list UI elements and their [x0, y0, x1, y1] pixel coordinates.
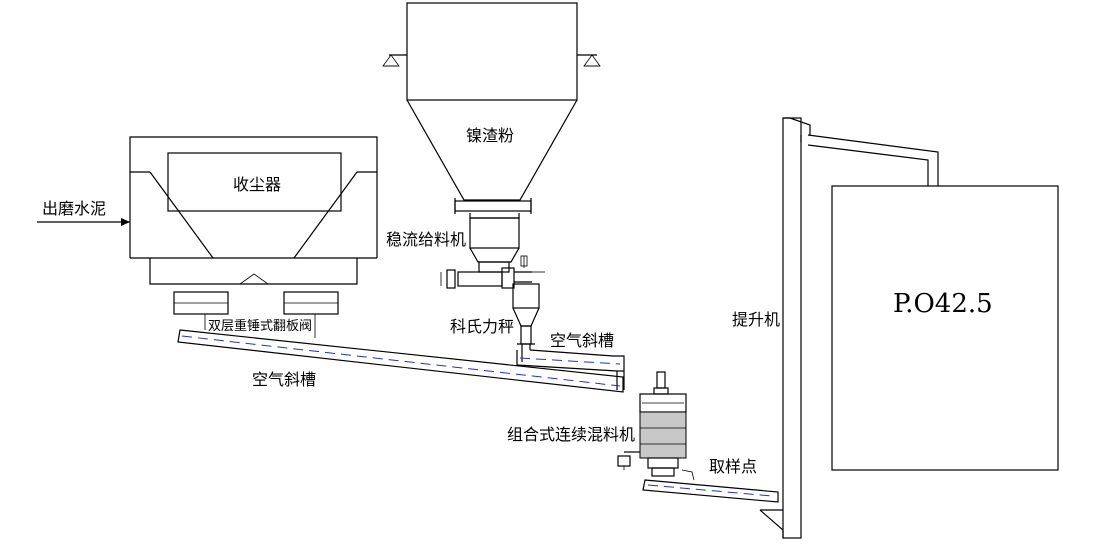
- product-silo: [831, 185, 1059, 471]
- air-slide-main: [177, 329, 624, 393]
- dust-collector: [129, 136, 378, 338]
- stable-flow-feeder: [440, 213, 545, 289]
- coriolis-scale-label: 科氏力秤: [450, 317, 514, 336]
- cement-input-arrow: [37, 218, 130, 226]
- coriolis-scale: [512, 283, 540, 362]
- nickel-slag-label: 镍渣粉: [466, 126, 514, 145]
- cement-input-label: 出磨水泥: [42, 199, 106, 218]
- product-silo-label: P.O42.5: [893, 289, 993, 319]
- continuous-mixer: [617, 371, 687, 477]
- air-slide-bottom: [642, 469, 779, 503]
- air-slide-main-label: 空气斜槽: [252, 370, 316, 389]
- elevator-label: 提升机: [732, 310, 780, 329]
- nickel-slag-silo: [382, 2, 601, 214]
- stable-feeder-label: 稳流给料机: [386, 230, 466, 249]
- bucket-elevator: [759, 117, 811, 539]
- air-slide-right: [516, 349, 625, 390]
- mixer-label: 组合式连续混料机: [507, 425, 635, 444]
- flap-valve-label: 双层重锤式翻板阀: [208, 318, 312, 334]
- elevator-pipe: [807, 134, 939, 186]
- air-slide-right-label: 空气斜槽: [550, 331, 614, 350]
- dust-collector-label: 收尘器: [233, 175, 281, 194]
- sampling-point-label: 取样点: [709, 457, 757, 476]
